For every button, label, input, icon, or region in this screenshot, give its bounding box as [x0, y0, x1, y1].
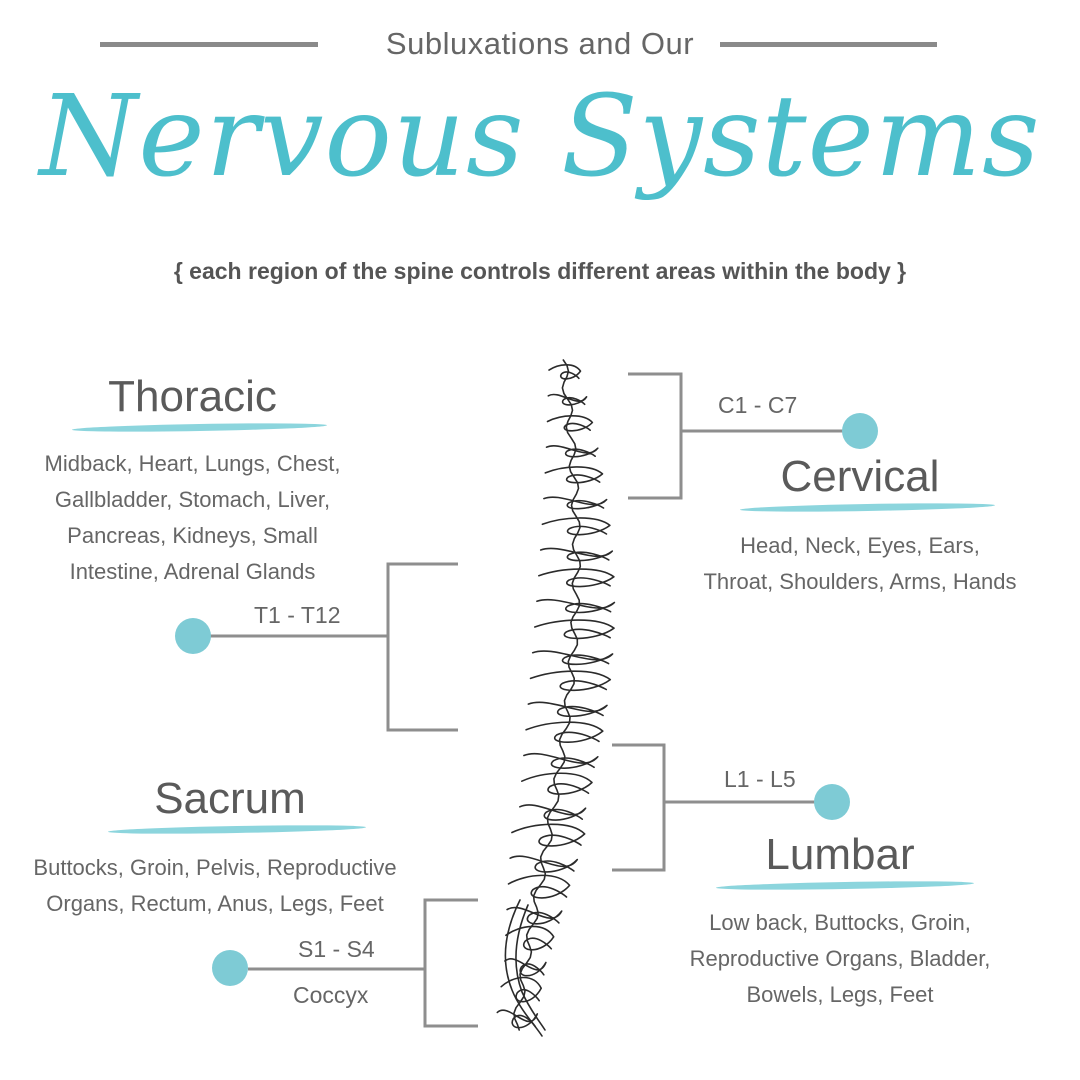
thoracic-line: Pancreas, Kidneys, Small — [67, 523, 318, 548]
page-title: Nervous Systems — [39, 72, 1041, 202]
vertebra — [531, 650, 614, 666]
sacrum-dot — [212, 950, 248, 986]
vertebra — [496, 1009, 539, 1029]
coccyx-label: Coccyx — [293, 982, 369, 1008]
coccyx-drawing — [504, 899, 546, 1037]
vertebra — [548, 363, 582, 380]
spine-centerline — [513, 359, 582, 1031]
sacrum-line: Buttocks, Groin, Pelvis, Reproductive — [33, 855, 397, 880]
lumbar-bracket — [612, 743, 816, 872]
vertebra — [523, 752, 599, 769]
cervical-line: Head, Neck, Eyes, Ears, — [740, 533, 980, 558]
lumbar-code: L1 - L5 — [724, 766, 796, 792]
header-rule-right — [720, 42, 937, 47]
sacrum-line: Organs, Rectum, Anus, Legs, Feet — [46, 891, 384, 916]
cervical-description: Head, Neck, Eyes, Ears, Throat, Shoulder… — [660, 528, 1060, 600]
lumbar-title: Lumbar — [765, 830, 915, 879]
header-rule-left — [100, 42, 318, 47]
lumbar-dot — [814, 784, 850, 820]
thoracic-title: Thoracic — [108, 372, 277, 421]
cervical-line: Throat, Shoulders, Arms, Hands — [703, 569, 1017, 594]
vertebra — [534, 619, 615, 640]
vertebra — [500, 976, 542, 1003]
thoracic-dot — [175, 618, 211, 654]
cervical-code: C1 - C7 — [718, 392, 798, 418]
sacrum-title: Sacrum — [154, 774, 306, 823]
vertebra — [529, 670, 612, 692]
subtitle: { each region of the spine controls diff… — [173, 258, 907, 284]
vertebra — [538, 568, 615, 588]
vertebra — [519, 804, 587, 821]
thoracic-line: Midback, Heart, Lungs, Chest, — [44, 451, 341, 476]
vertebra — [539, 547, 614, 562]
thoracic-line: Intestine, Adrenal Glands — [69, 559, 316, 584]
vertebra — [545, 445, 599, 458]
lumbar-line: Reproductive Organs, Bladder, — [689, 946, 991, 971]
vertebra — [543, 496, 608, 510]
vertebra — [505, 925, 555, 951]
lumbar-line: Low back, Buttocks, Groin, — [709, 910, 971, 935]
thoracic-line: Gallbladder, Stomach, Liver, — [54, 487, 331, 512]
vertebra — [527, 701, 608, 717]
cervical-bracket — [628, 372, 846, 500]
sacrum-description: Buttocks, Groin, Pelvis, Reproductive Or… — [0, 850, 430, 922]
thoracic-code: T1 - T12 — [254, 602, 341, 628]
thoracic-description: Midback, Heart, Lungs, Chest, Gallbladde… — [0, 446, 385, 590]
vertebra — [511, 823, 586, 847]
cervical-dot — [842, 413, 878, 449]
vertebra — [504, 958, 547, 977]
vertebra — [506, 906, 563, 925]
lumbar-line: Bowels, Legs, Feet — [746, 982, 934, 1007]
vertebra — [525, 721, 604, 743]
cervical-title: Cervical — [780, 452, 940, 501]
vertebra — [509, 855, 579, 873]
sacrum-code: S1 - S4 — [298, 936, 375, 962]
pre-title: Subluxations and Our — [385, 26, 695, 61]
vertebra — [507, 874, 571, 899]
vertebra — [544, 466, 604, 484]
vertebra — [547, 393, 588, 406]
thoracic-bracket — [210, 562, 458, 732]
vertebra — [541, 517, 611, 536]
vertebra — [546, 415, 594, 432]
vertebra — [521, 772, 593, 795]
sacrum-bracket — [248, 898, 478, 1028]
spine-illustration — [496, 359, 616, 1037]
lumbar-description: Low back, Buttocks, Groin, Reproductive … — [640, 905, 1040, 1013]
vertebra — [536, 599, 616, 614]
